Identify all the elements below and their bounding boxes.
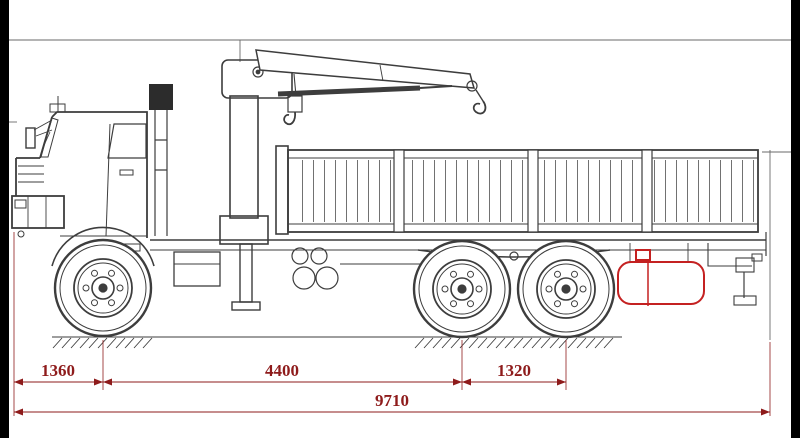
- stake-post: [527, 149, 539, 233]
- dimension-lines: [13, 232, 771, 416]
- rear-bracket: [707, 243, 752, 267]
- dropside-ribs: [292, 160, 754, 222]
- rear-wheel-2: [516, 239, 616, 339]
- crane-column: [229, 95, 259, 219]
- filler-cap: [635, 249, 651, 261]
- reference-lines: [9, 39, 791, 340]
- air-tank: [292, 266, 316, 290]
- dim-front-overhang: 1360: [41, 361, 75, 380]
- fuel-tank: [617, 249, 705, 306]
- air-intake-stack: [149, 84, 173, 236]
- headlight: [14, 199, 27, 209]
- crane-slewing-body: [221, 59, 293, 99]
- letterbox-left: [0, 0, 9, 438]
- stake-post: [393, 149, 405, 233]
- outrigger-foot: [231, 301, 261, 311]
- letterbox-right: [791, 0, 800, 438]
- mud-flap: [733, 295, 757, 306]
- battery-box: [173, 251, 221, 287]
- front-wheel: [53, 238, 153, 338]
- truck: [11, 49, 767, 349]
- dimension-labels: 1360 4400 1320 9710: [41, 361, 531, 410]
- dim-overall-length: 9710: [375, 391, 409, 410]
- door-window: [107, 123, 147, 159]
- stake-post: [641, 149, 653, 233]
- crane-hook: [472, 100, 487, 115]
- front-fender-arch: [51, 226, 155, 267]
- ground-line: [52, 336, 622, 349]
- door-handle: [119, 169, 134, 176]
- wiper: [41, 131, 51, 151]
- air-tank: [291, 247, 309, 265]
- dim-rear-bogie-spacing: 1320: [497, 361, 531, 380]
- main-boom: [255, 49, 476, 89]
- tow-hook: [17, 230, 25, 238]
- stowed-hook: [283, 111, 297, 126]
- boom-tip-sheave: [466, 80, 478, 92]
- boom-pivot: [252, 66, 264, 78]
- bogie-pivot: [509, 251, 519, 261]
- dropside-panel: [287, 149, 759, 233]
- mirror: [25, 127, 36, 149]
- air-tank: [310, 247, 328, 265]
- rear-wheel-1: [412, 239, 512, 339]
- air-tank: [315, 266, 339, 290]
- cab: [11, 96, 155, 267]
- mirror-arm: [33, 119, 53, 137]
- boom-cylinder: [277, 85, 421, 97]
- dim-wheelbase: 4400: [265, 361, 299, 380]
- crane: [219, 49, 487, 311]
- door-seam: [105, 123, 111, 237]
- flatbed-body: [275, 145, 759, 235]
